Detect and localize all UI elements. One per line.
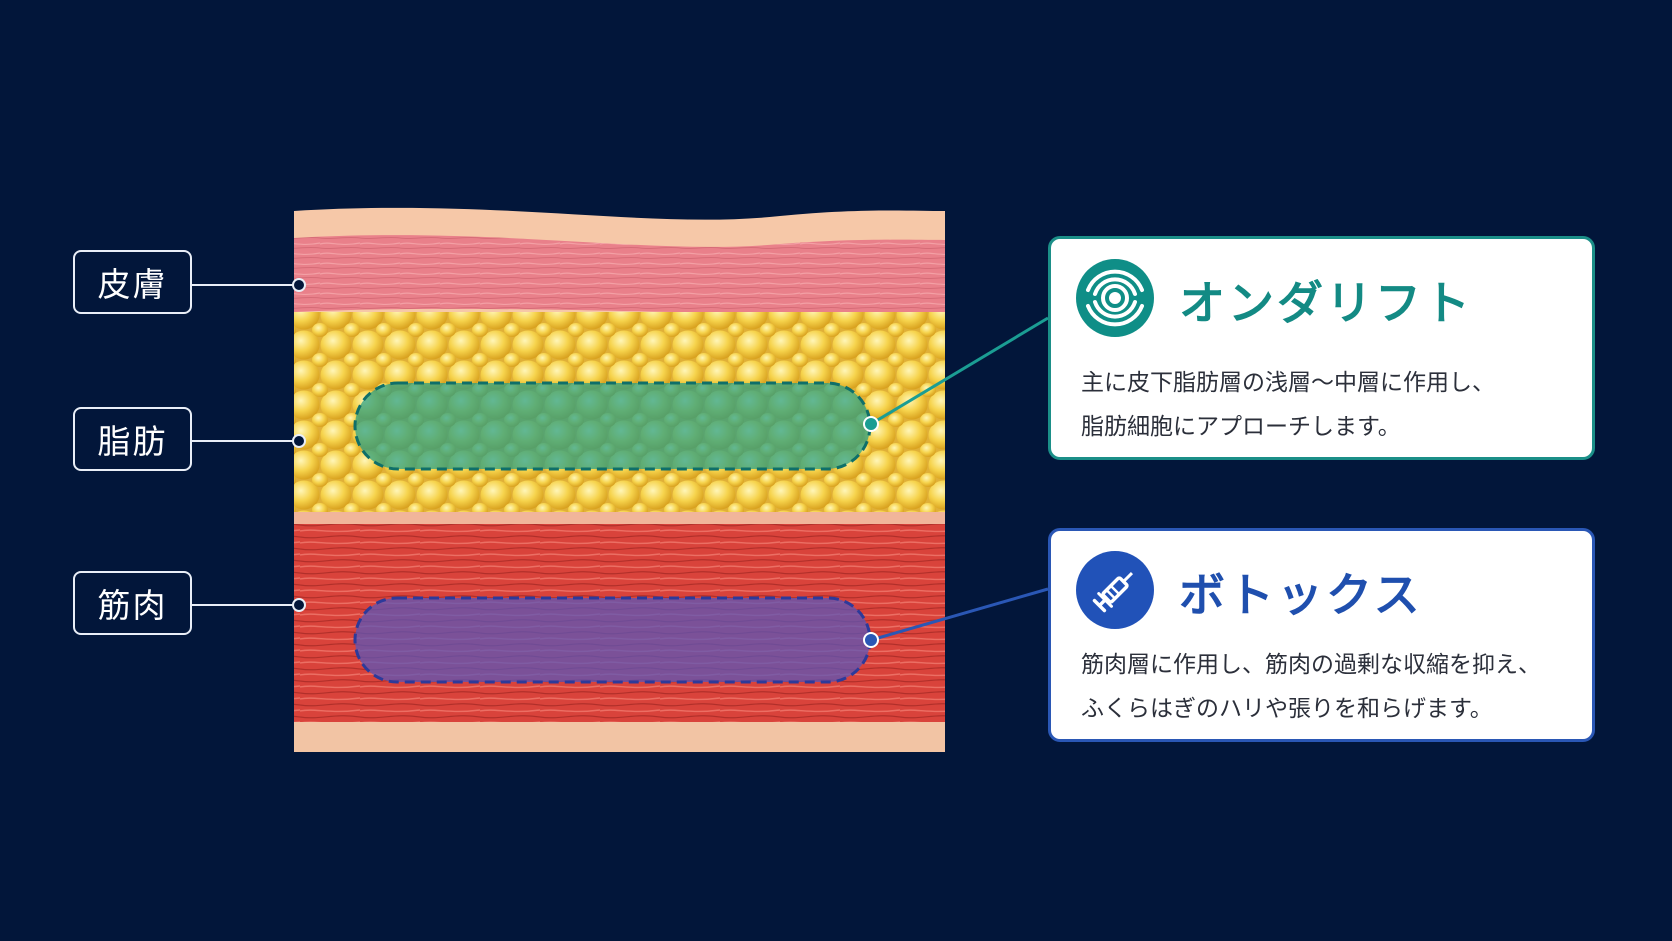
muscle-leader-line: [192, 598, 306, 612]
muscle-label: 筋肉: [73, 571, 192, 635]
ondalift-description: 主に皮下脂肪層の浅層～中層に作用し、 脂肪細胞にアプローチします。: [1081, 370, 1495, 440]
skin-leader-line: [192, 278, 306, 292]
botox-card: ボトックス 筋肉層に作用し、筋肉の過剰な収縮を抑え、 ふくらはぎのハリや張りを和…: [1048, 528, 1595, 742]
syringe-icon: [1076, 551, 1154, 629]
botox-target-zone: [353, 596, 872, 684]
botox-description: 筋肉層に作用し、筋肉の過剰な収縮を抑え、 ふくらはぎのハリや張りを和らげます。: [1081, 652, 1541, 722]
skin-label: 皮膚: [73, 250, 192, 314]
skin-layer: [294, 235, 945, 315]
fat-leader-line: [192, 434, 306, 448]
fat-label: 脂肪: [73, 407, 192, 471]
botox-connector: [863, 587, 1049, 648]
botox-title: ボトックス: [1179, 568, 1423, 622]
ondalift-connector: [863, 316, 1049, 432]
ultrasound-waves-icon: [1076, 259, 1154, 337]
ondalift-title: オンダリフト: [1179, 276, 1473, 330]
ondalift-card: オンダリフト 主に皮下脂肪層の浅層～中層に作用し、 脂肪細胞にアプローチします。: [1048, 236, 1595, 460]
ondalift-target-zone: [353, 381, 872, 471]
